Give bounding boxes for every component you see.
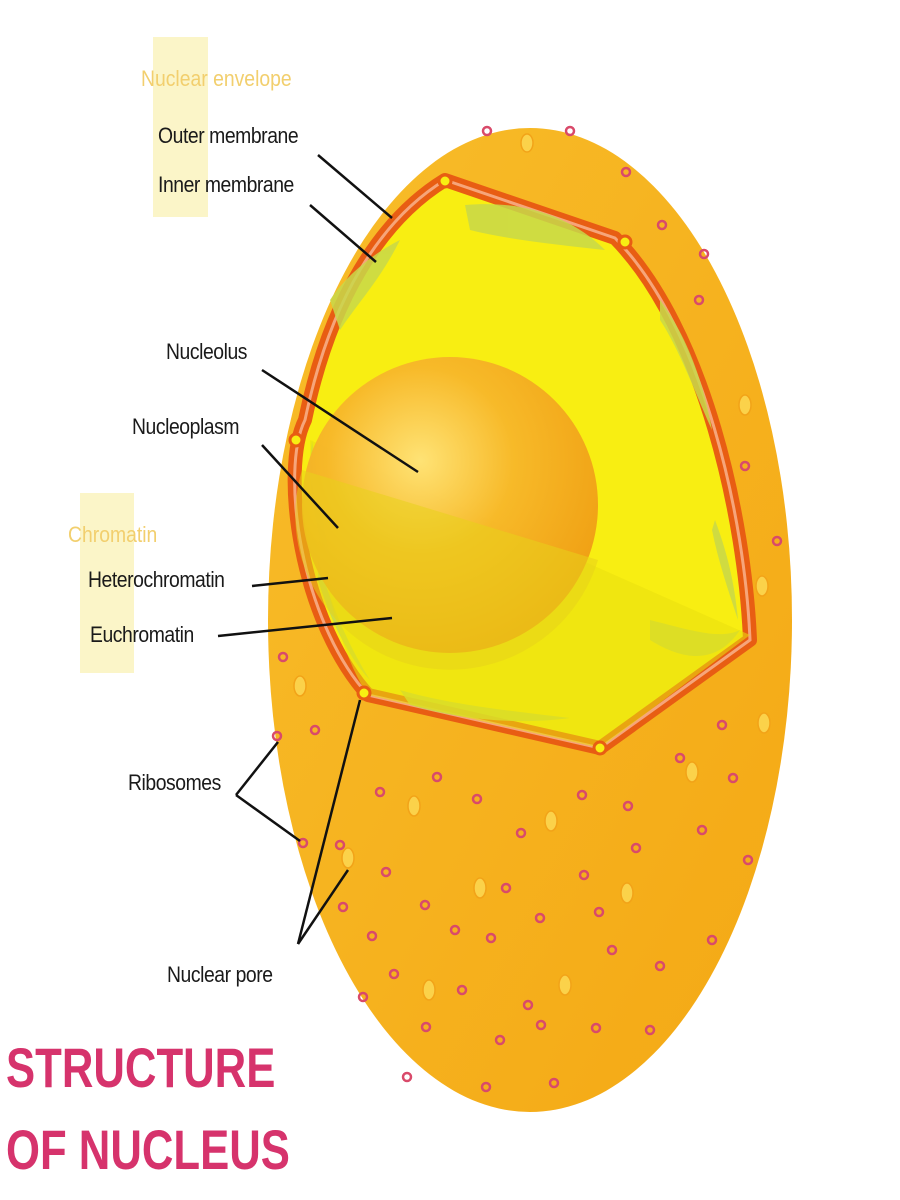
- chromatin-label: Chromatin: [68, 522, 158, 547]
- nucleolus-label: Nucleolus: [166, 339, 248, 364]
- leader-heterochromatin: [251, 576, 329, 588]
- title-line-2: OF NUCLEUS: [6, 1118, 290, 1181]
- heterochromatin-label: Heterochromatin: [88, 567, 225, 592]
- vesicles: [293, 133, 771, 1001]
- title-line-1: STRUCTURE: [6, 1036, 276, 1099]
- leader-inner-membrane: [309, 204, 377, 263]
- nucleoplasm-label: Nucleoplasm: [132, 414, 240, 439]
- nuclear-envelope-label: Nuclear envelope: [141, 66, 292, 91]
- leader-outer-membrane: [317, 154, 393, 219]
- chromatin-highlight: [80, 493, 134, 673]
- outer-membrane-label: Outer membrane: [158, 123, 299, 148]
- leader-euchromatin: [217, 616, 393, 638]
- euchromatin-label: Euchromatin: [90, 622, 194, 647]
- leader-pore-2: [296, 869, 350, 945]
- inner-membrane-label: Inner membrane: [158, 172, 294, 197]
- leader-lines: [217, 154, 419, 945]
- nuclear-pores: [288, 173, 633, 756]
- nuclear-envelope-highlight: [153, 37, 208, 217]
- leader-ribosomes-2: [235, 793, 301, 843]
- leader-ribosomes-1: [235, 741, 279, 796]
- ribosomes-label: Ribosomes: [128, 770, 221, 795]
- ribosomes: [271, 125, 783, 1093]
- leader-nucleoplasm: [261, 444, 339, 529]
- nuclear-pore-label: Nuclear pore: [167, 962, 273, 987]
- leader-pore-1: [296, 699, 362, 945]
- leader-nucleolus: [261, 368, 419, 474]
